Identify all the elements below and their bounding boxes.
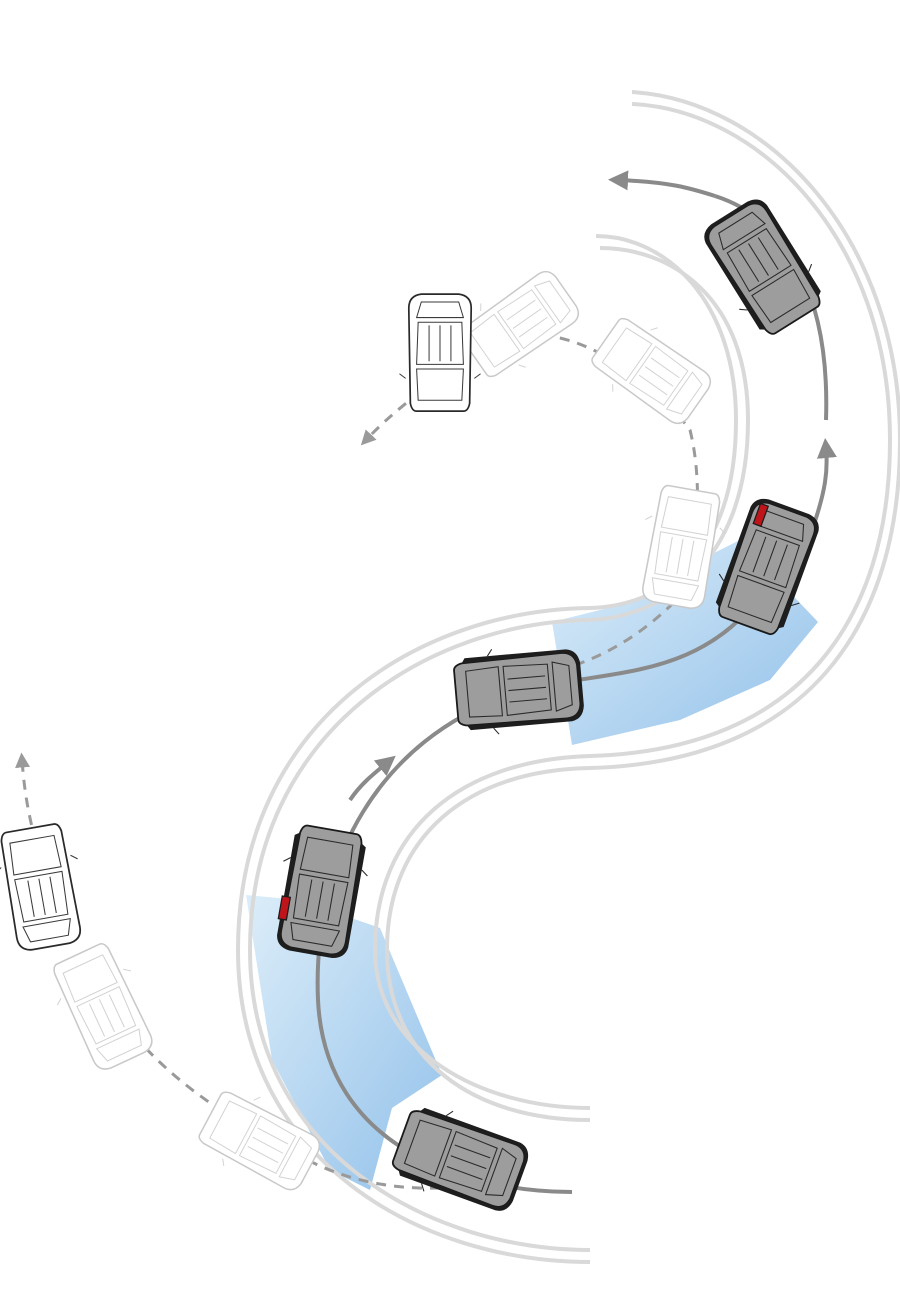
lower-skid-path — [128, 1029, 441, 1190]
ghost-vehicle-3 — [0, 820, 93, 955]
vehicle-path-upper — [810, 438, 837, 531]
road-outer-edge-left — [235, 234, 739, 1264]
ghost-vehicle-7 — [398, 293, 482, 413]
road-inner-edge-right — [372, 102, 893, 1110]
vehicle-1 — [386, 1096, 536, 1222]
vehicle-4 — [704, 491, 830, 641]
lower-control-zone — [246, 895, 442, 1190]
ghost-vehicle-6 — [450, 258, 590, 389]
vehicle-3 — [451, 640, 587, 739]
road-outer-edge-left-2 — [247, 246, 751, 1252]
vehicle-path-exit — [608, 170, 716, 198]
vehicle-4-brake-indicator — [752, 502, 770, 528]
controlled-vehicles — [267, 189, 834, 1222]
vehicle-2-brake-indicator — [277, 895, 292, 921]
ghost-vehicle-5 — [582, 306, 722, 437]
ghost-vehicle-2 — [40, 936, 166, 1079]
vehicle-2 — [267, 821, 376, 963]
road — [235, 90, 900, 1264]
upper-skid-path — [468, 333, 699, 667]
road-inner-edge-right-2 — [384, 90, 900, 1122]
vehicle-path-mid-arrow — [348, 755, 396, 802]
